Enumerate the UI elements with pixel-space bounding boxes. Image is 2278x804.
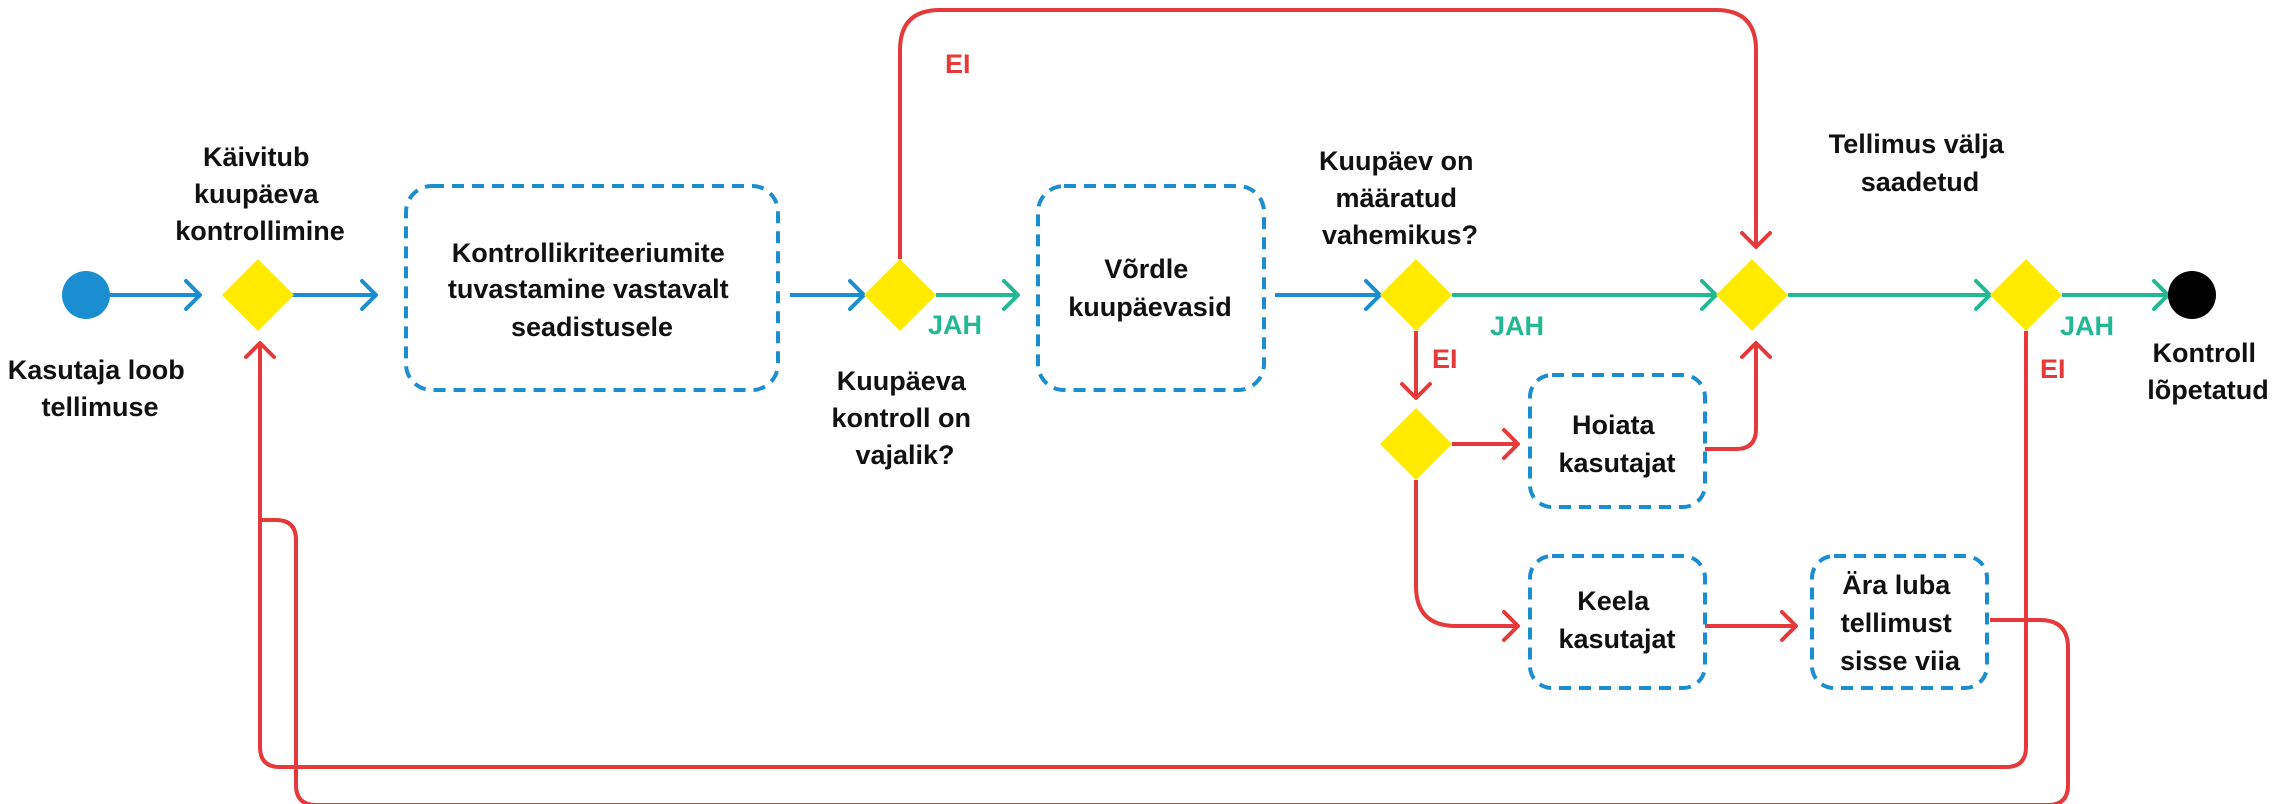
- box-criteria-label: Kontrollikriteeriumite tuvastamine vasta…: [448, 238, 736, 342]
- decision-d2: [864, 259, 936, 331]
- decision-d3: [1380, 259, 1452, 331]
- edge-compare-to-d3: [1275, 279, 1382, 311]
- edge-d1-to-criteria: [292, 279, 378, 311]
- edge-d6-to-d1-no: [244, 331, 2028, 769]
- end-node: [2168, 271, 2216, 319]
- edge-label-d2-no: EI: [945, 49, 971, 79]
- edge-label-d6-yes: JAH: [2060, 311, 2114, 341]
- edge-label-d6-no: EI: [2040, 354, 2066, 384]
- decision-d6: [1990, 259, 2062, 331]
- edge-block-to-d1: [260, 518, 2070, 804]
- start-node: [62, 271, 110, 319]
- edge-criteria-to-d2: [790, 279, 866, 311]
- edge-start-to-d1: [110, 279, 202, 311]
- box-warn: [1528, 373, 1707, 509]
- box-warn-label: Hoiata kasutajat: [1558, 410, 1675, 478]
- box-block-label: Ära luba tellimust sisse viia: [1840, 570, 1961, 676]
- edge-d2-to-compare-yes: [936, 279, 1020, 311]
- edge-d4-to-deny: [1414, 480, 1520, 642]
- decision-d4: [1380, 408, 1452, 480]
- box-block: [1810, 554, 1989, 690]
- end-label: Kontroll lõpetatud: [2147, 338, 2269, 405]
- edge-label-d2-yes: JAH: [928, 310, 982, 340]
- edge-d2-to-d5-no: [898, 8, 1772, 259]
- decision-d5-label: Tellimus välja saadetud: [1829, 129, 2012, 197]
- box-compare-label: Võrdle kuupäevasid: [1068, 254, 1232, 322]
- start-label: Kasutaja loob tellimuse: [8, 355, 193, 422]
- edge-deny-to-block: [1700, 610, 1798, 642]
- edge-d6-to-end-yes: [2062, 279, 2170, 311]
- box-deny: [1528, 554, 1707, 690]
- edge-d3-to-d4-no: [1400, 331, 1432, 400]
- decision-d2-label: Kuupäeva kontroll on vajalik?: [832, 366, 979, 470]
- box-criteria: [404, 184, 780, 392]
- box-deny-label: Keela kasutajat: [1558, 586, 1675, 654]
- box-compare: [1036, 184, 1266, 392]
- edge-warn-to-d5: [1700, 341, 1772, 451]
- decision-d5: [1716, 259, 1788, 331]
- decision-d1-label: Käivitub kuupäeva kontrollimine: [175, 142, 345, 246]
- edge-d3-to-d5-yes: [1452, 279, 1718, 311]
- edge-label-d3-yes: JAH: [1490, 311, 1544, 341]
- decision-d1: [222, 259, 294, 331]
- edge-d5-to-d6: [1788, 279, 1992, 311]
- edge-label-d3-no: EI: [1432, 344, 1458, 374]
- decision-d3-label: Kuupäev on määratud vahemikus?: [1319, 146, 1481, 250]
- edge-d4-to-warn: [1452, 428, 1520, 460]
